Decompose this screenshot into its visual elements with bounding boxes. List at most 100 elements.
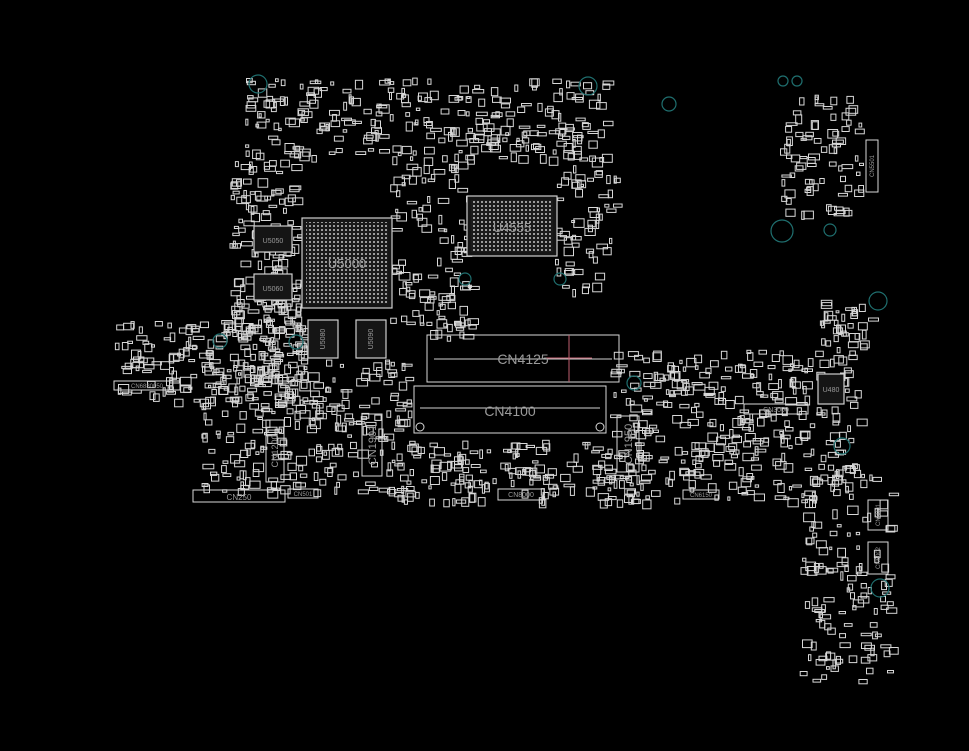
footprint	[468, 324, 477, 330]
footprint	[552, 491, 556, 498]
footprint	[297, 108, 309, 117]
footprint	[643, 373, 653, 380]
footprint	[628, 469, 637, 477]
chip-u480[interactable]: U480	[817, 373, 845, 405]
footprint	[465, 474, 473, 481]
footprint	[278, 254, 284, 261]
footprint	[781, 452, 786, 463]
footprint	[699, 371, 710, 379]
footprint	[788, 368, 792, 372]
connector-cn6880[interactable]: CN6880050	[113, 380, 181, 391]
connector-cn6150[interactable]: CN6150	[682, 489, 720, 500]
footprint	[505, 111, 516, 117]
footprint	[458, 150, 463, 154]
footprint	[618, 450, 630, 458]
footprint	[823, 597, 835, 603]
footprint	[249, 161, 253, 169]
footprint	[486, 449, 492, 454]
footprint	[517, 470, 522, 479]
footprint	[804, 498, 814, 509]
chip-u5090[interactable]: U5090	[355, 319, 387, 359]
footprint	[230, 290, 241, 297]
connector-cn4100[interactable]: CN4100	[413, 385, 607, 434]
connector-cn3000[interactable]: CN3000	[743, 403, 809, 415]
footprint	[746, 349, 752, 354]
footprint	[852, 605, 857, 611]
connector-cn8000[interactable]: CN8000	[497, 488, 545, 501]
footprint	[280, 159, 290, 168]
footprint	[271, 139, 281, 146]
footprint	[799, 671, 808, 677]
footprint	[182, 348, 190, 357]
connector-cn6002[interactable]: CN6002	[867, 541, 889, 575]
footprint	[525, 444, 535, 448]
footprint	[629, 414, 638, 422]
footprint	[845, 307, 856, 311]
footprint	[833, 355, 844, 364]
footprint	[417, 446, 425, 454]
connector-cn4125[interactable]: CN4125	[426, 334, 620, 383]
footprint	[492, 96, 502, 103]
footprint	[337, 474, 347, 481]
connector-cn1200[interactable]: CN1200	[265, 419, 285, 483]
footprint	[239, 385, 246, 392]
footprint	[275, 78, 279, 83]
footprint	[160, 361, 171, 370]
connector-cn501[interactable]: CN501	[287, 488, 319, 499]
footprint	[858, 679, 868, 685]
footprint	[289, 472, 298, 481]
footprint	[472, 89, 485, 94]
footprint	[363, 134, 374, 139]
footprint	[279, 96, 285, 107]
connector-cn1950[interactable]: CN1950	[616, 415, 640, 473]
chip-u5080[interactable]: U5080	[307, 319, 339, 359]
footprint	[801, 499, 808, 504]
connector-cn250[interactable]: CN250	[192, 489, 286, 503]
footprint	[781, 179, 786, 187]
connector-cn1901[interactable]: CN1901	[361, 413, 383, 477]
footprint	[221, 465, 227, 474]
footprint	[820, 146, 828, 153]
bga-u4555[interactable]: U4555	[466, 195, 558, 257]
footprint	[582, 123, 591, 130]
footprint	[397, 494, 404, 502]
footprint	[263, 306, 273, 311]
footprint	[257, 111, 266, 119]
mounting-hole	[626, 375, 642, 391]
footprint	[670, 372, 676, 379]
chip-u5060[interactable]: U5060	[253, 273, 293, 301]
footprint	[264, 318, 275, 322]
footprint	[743, 441, 752, 448]
footprint	[746, 473, 754, 480]
footprint	[467, 485, 473, 493]
footprint	[208, 359, 221, 364]
footprint	[309, 99, 319, 109]
chip-u5050[interactable]: U5050	[253, 225, 293, 253]
footprint	[870, 647, 875, 657]
connector-cn5501[interactable]: CN5501	[865, 139, 879, 193]
footprint	[395, 208, 399, 214]
bga-u5000[interactable]: U5000	[301, 217, 393, 309]
footprint	[413, 455, 422, 459]
footprint	[756, 391, 764, 396]
footprint	[860, 479, 868, 489]
connector-cn6001[interactable]: CN6001	[867, 499, 889, 531]
footprint	[260, 446, 268, 450]
footprint	[680, 468, 690, 476]
footprint	[235, 369, 243, 379]
footprint	[772, 391, 784, 401]
footprint	[257, 260, 263, 271]
footprint	[375, 111, 383, 117]
footprint	[310, 390, 320, 398]
footprint	[510, 479, 515, 488]
footprint	[691, 382, 703, 386]
footprint	[619, 452, 626, 462]
footprint	[361, 372, 370, 382]
footprint	[427, 196, 431, 204]
footprint	[437, 257, 442, 267]
footprint	[479, 479, 483, 486]
footprint	[610, 371, 622, 378]
footprint	[577, 134, 583, 145]
footprint	[294, 151, 302, 159]
